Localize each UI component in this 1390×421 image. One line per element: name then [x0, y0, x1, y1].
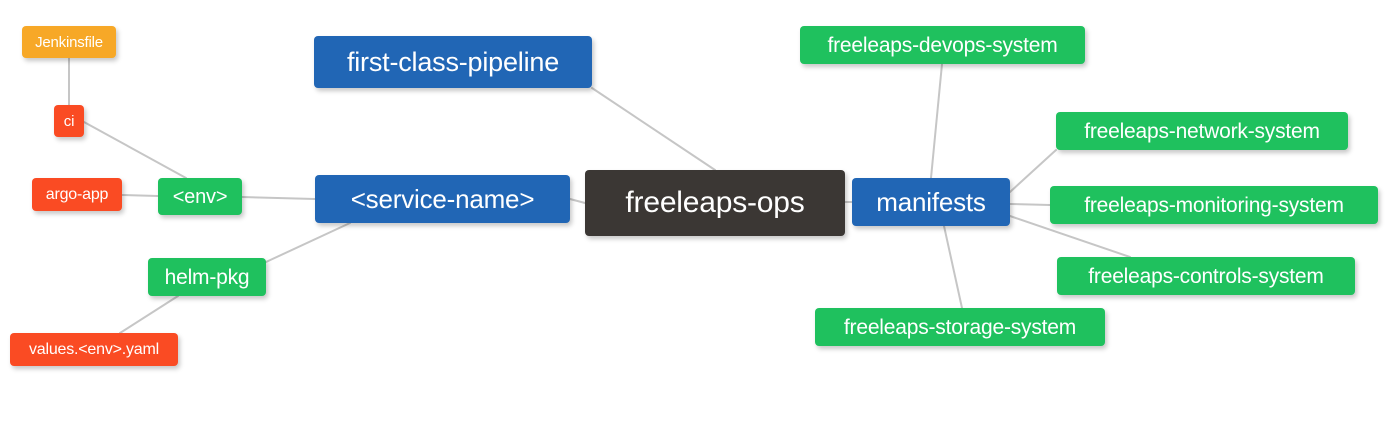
node-label-freeleaps-network-system: freeleaps-network-system — [1084, 119, 1320, 143]
node-label-env: <env> — [172, 185, 228, 208]
node-first-class-pipeline[interactable]: first-class-pipeline — [314, 36, 592, 88]
node-label-freeleaps-controls-system: freeleaps-controls-system — [1088, 264, 1324, 288]
edge-freeleaps-ops-to-first-class-pipeline — [591, 87, 716, 171]
node-label-freeleaps-storage-system: freeleaps-storage-system — [843, 315, 1077, 339]
edge-helm-pkg-to-values-env-yaml — [119, 295, 179, 334]
node-label-helm-pkg: helm-pkg — [164, 265, 250, 289]
node-freeleaps-ops[interactable]: freeleaps-ops — [585, 170, 845, 236]
edge-env-to-ci — [83, 121, 187, 179]
node-label-freeleaps-devops-system: freeleaps-devops-system — [827, 33, 1058, 57]
node-freeleaps-monitoring-system[interactable]: freeleaps-monitoring-system — [1050, 186, 1378, 224]
edge-manifests-to-freeleaps-devops-system — [930, 63, 943, 179]
node-label-first-class-pipeline: first-class-pipeline — [346, 46, 560, 77]
node-helm-pkg[interactable]: helm-pkg — [148, 258, 266, 296]
node-label-ci: ci — [63, 112, 75, 130]
node-ci[interactable]: ci — [54, 105, 84, 137]
node-env[interactable]: <env> — [158, 178, 242, 215]
edge-freeleaps-ops-to-service-name — [569, 198, 586, 204]
node-label-service-name: <service-name> — [350, 184, 535, 214]
edge-service-name-to-helm-pkg — [265, 222, 351, 263]
node-service-name[interactable]: <service-name> — [315, 175, 570, 223]
node-freeleaps-network-system[interactable]: freeleaps-network-system — [1056, 112, 1348, 150]
edge-service-name-to-env — [241, 196, 316, 200]
node-label-jenkinsfile: Jenkinsfile — [35, 33, 103, 51]
node-values-env-yaml[interactable]: values.<env>.yaml — [10, 333, 178, 366]
node-argo-app[interactable]: argo-app — [32, 178, 122, 211]
node-freeleaps-devops-system[interactable]: freeleaps-devops-system — [800, 26, 1085, 64]
node-label-manifests: manifests — [876, 187, 986, 217]
edge-manifests-to-freeleaps-monitoring-system — [1009, 203, 1051, 206]
node-label-freeleaps-ops: freeleaps-ops — [625, 186, 805, 219]
node-freeleaps-storage-system[interactable]: freeleaps-storage-system — [815, 308, 1105, 346]
edge-env-to-argo-app — [121, 194, 159, 197]
edge-manifests-to-freeleaps-storage-system — [943, 225, 963, 309]
node-freeleaps-controls-system[interactable]: freeleaps-controls-system — [1057, 257, 1355, 295]
node-manifests[interactable]: manifests — [852, 178, 1010, 226]
node-label-freeleaps-monitoring-system: freeleaps-monitoring-system — [1084, 193, 1344, 217]
node-label-argo-app: argo-app — [45, 185, 109, 203]
node-label-values-env-yaml: values.<env>.yaml — [28, 340, 159, 358]
node-jenkinsfile[interactable]: Jenkinsfile — [22, 26, 116, 58]
edge-manifests-to-freeleaps-network-system — [1009, 149, 1057, 193]
